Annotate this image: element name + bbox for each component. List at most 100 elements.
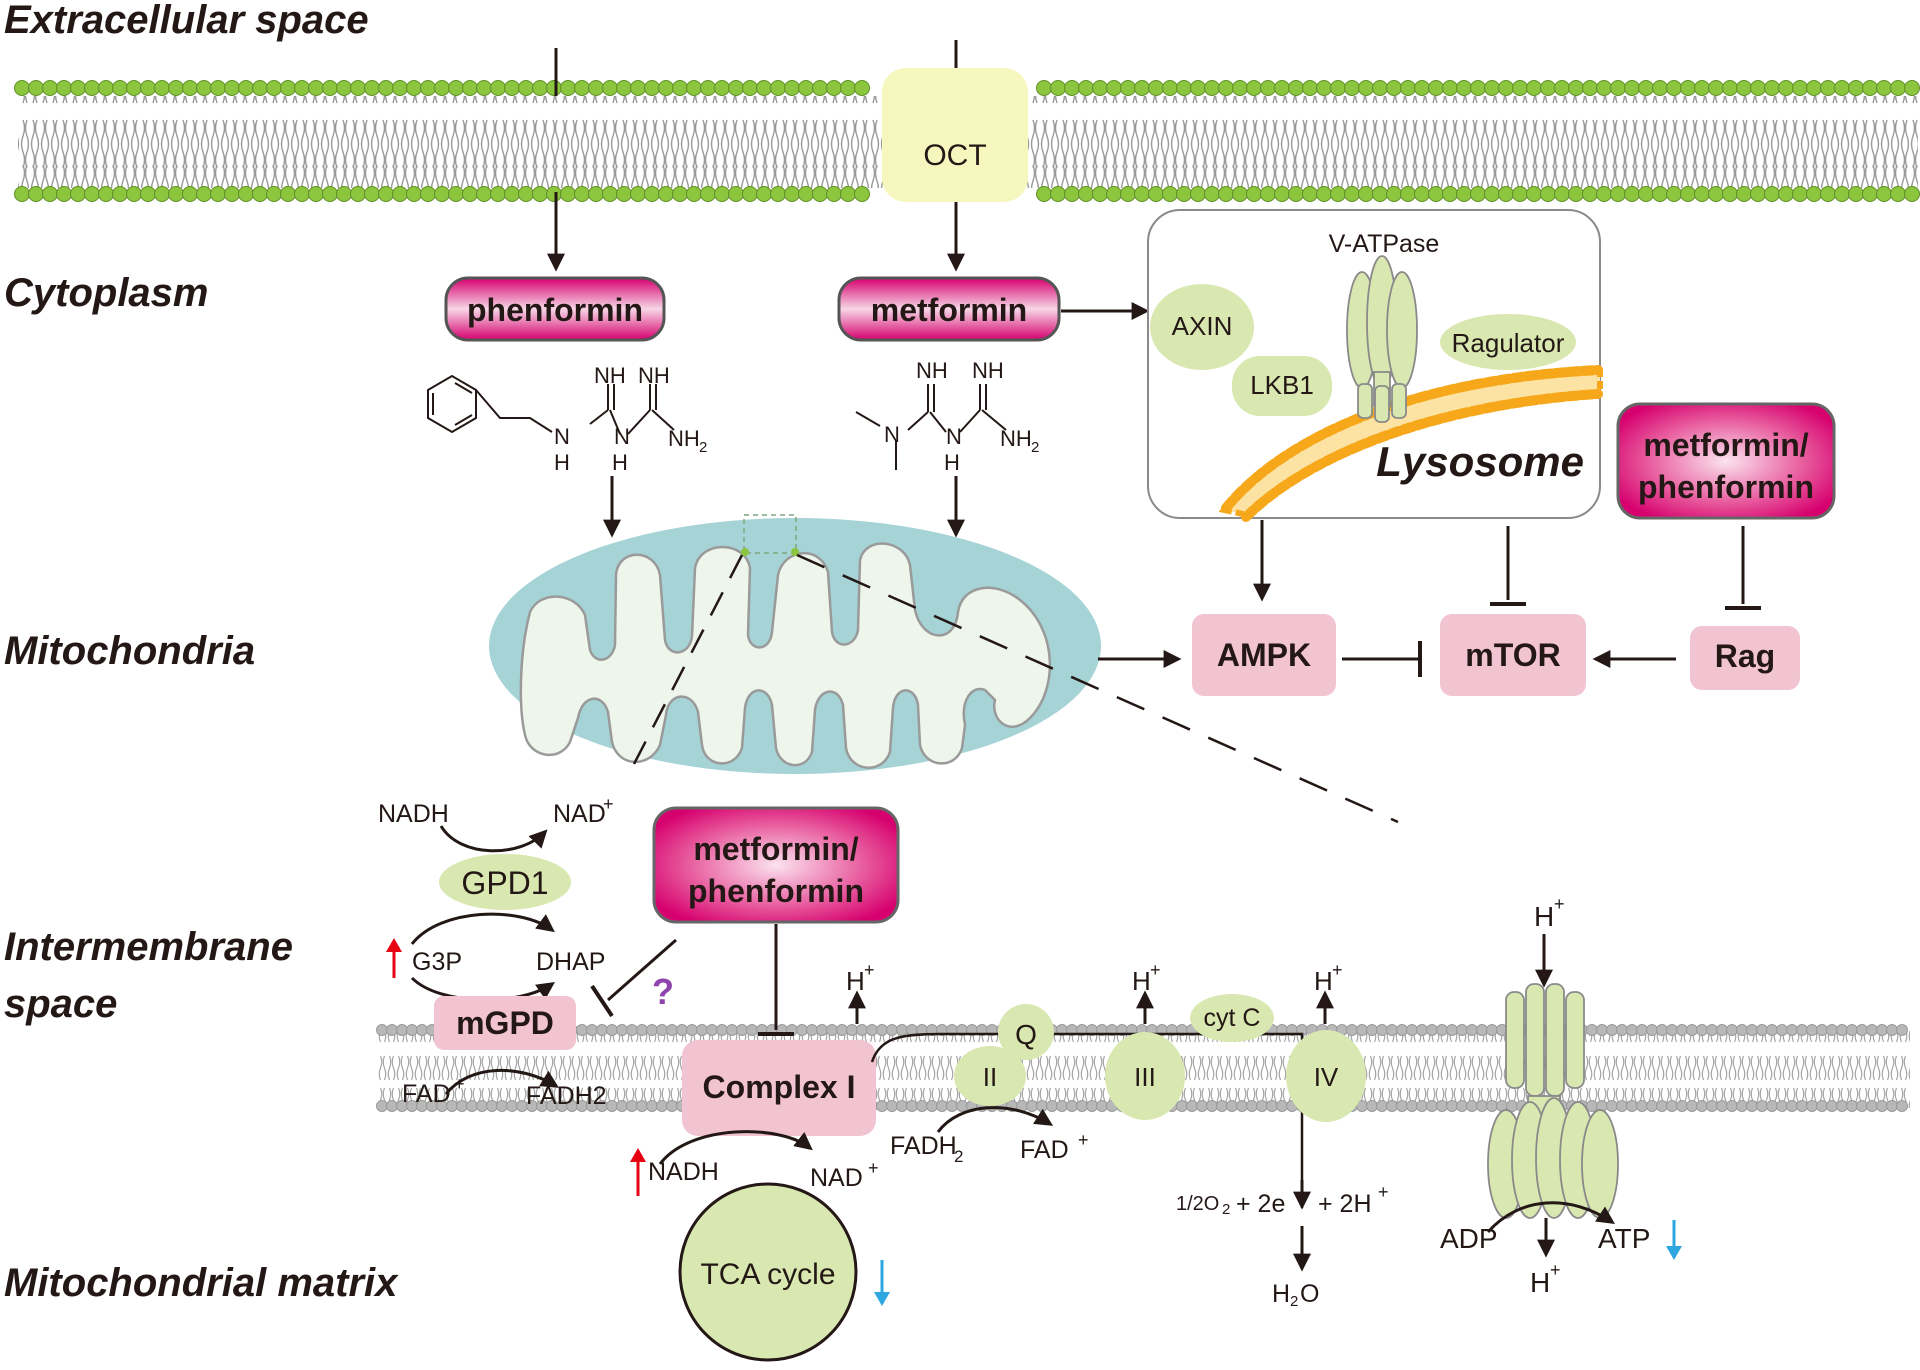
lipid-head: [1232, 80, 1248, 96]
axin-label: AXIN: [1172, 311, 1233, 341]
lipid-head: [1134, 186, 1150, 202]
lipid-head: [1442, 80, 1458, 96]
lipid-head: [1246, 186, 1262, 202]
lipid-head: [626, 1024, 638, 1036]
lipid-head: [672, 186, 688, 202]
lipid-head: [392, 80, 408, 96]
lipid-head: [1526, 186, 1542, 202]
lipid-head: [1176, 80, 1192, 96]
lipid-head: [1596, 186, 1612, 202]
lipid-head: [1680, 80, 1696, 96]
lipid-head: [546, 186, 562, 202]
lipid-head: [826, 80, 842, 96]
lipid-head: [1726, 1100, 1738, 1112]
combo-label-line1: metformin/: [693, 831, 858, 867]
lipid-head: [1626, 1024, 1638, 1036]
lipid-head: [456, 1100, 468, 1112]
lipid-head: [1626, 1100, 1638, 1112]
lipid-head: [1356, 1024, 1368, 1036]
lipid-head: [1456, 1024, 1468, 1036]
lipid-head: [1372, 186, 1388, 202]
proton-labels: H + H + H +: [846, 960, 1343, 996]
lipid-head: [1736, 1024, 1748, 1036]
lipid-head: [1406, 1024, 1418, 1036]
plus-sup: +: [1078, 1130, 1089, 1150]
gpd1-label: GPD1: [461, 865, 548, 901]
lipid-head: [1446, 1024, 1458, 1036]
mitochondrion: [489, 514, 1101, 774]
lipid-head: [714, 186, 730, 202]
lipid-head: [308, 186, 324, 202]
lipid-head: [1456, 1100, 1468, 1112]
lipid-head: [496, 1100, 508, 1112]
lipid-head: [854, 186, 870, 202]
lipid-head: [574, 80, 590, 96]
complex-ii: II: [954, 1046, 1026, 1106]
lipid-head: [588, 80, 604, 96]
lipid-head: [896, 1024, 908, 1036]
lipid-head: [1414, 80, 1430, 96]
lipid-head: [420, 186, 436, 202]
lipid-head: [1428, 80, 1444, 96]
lipid-head: [1426, 1024, 1438, 1036]
lipid-head: [1680, 186, 1696, 202]
down-arrow-tca: [874, 1260, 890, 1306]
rag-label: Rag: [1715, 638, 1775, 674]
lipid-head: [1890, 186, 1906, 202]
lipid-head: [1616, 1100, 1628, 1112]
lipid-head: [1826, 1024, 1838, 1036]
lipid-head: [280, 80, 296, 96]
lipid-head: [1792, 80, 1808, 96]
lipid-head: [1316, 186, 1332, 202]
lipid-head: [1568, 80, 1584, 96]
h-label: H: [846, 966, 865, 996]
plus-sup: +: [1554, 894, 1565, 914]
lipid-head: [1148, 80, 1164, 96]
lipid-head: [1498, 186, 1514, 202]
lipid-head: [1540, 80, 1556, 96]
lipid-head: [126, 80, 142, 96]
lipid-head: [586, 1024, 598, 1036]
lipid-head: [1396, 1100, 1408, 1112]
lipid-head: [798, 186, 814, 202]
dhap-label: DHAP: [536, 948, 605, 976]
lipid-head: [1862, 186, 1878, 202]
atom-label: N: [946, 424, 962, 449]
nadh-matrix-label: NADH: [648, 1158, 719, 1186]
lipid-head: [322, 80, 338, 96]
lipid-head: [168, 80, 184, 96]
lipid-head: [1776, 1100, 1788, 1112]
lipid-head: [1834, 186, 1850, 202]
lipid-head: [574, 186, 590, 202]
lipid-head: [1416, 1024, 1428, 1036]
lipid-head: [518, 80, 534, 96]
lipid-head: [1876, 80, 1892, 96]
lipid-head: [42, 80, 58, 96]
atom-label: NH: [916, 358, 948, 383]
lipid-head: [406, 186, 422, 202]
lipid-head: [1446, 1100, 1458, 1112]
lipid-head: [886, 1024, 898, 1036]
lipid-head: [1610, 186, 1626, 202]
lipid-head: [1736, 186, 1752, 202]
lipid-head: [504, 186, 520, 202]
lipid-head: [1372, 80, 1388, 96]
lipid-head: [28, 80, 44, 96]
lipid-head: [1466, 1100, 1478, 1112]
ampk-label: AMPK: [1217, 637, 1311, 673]
lipid-head: [1078, 186, 1094, 202]
lipid-head: [1036, 1100, 1048, 1112]
lipid-head: [1064, 80, 1080, 96]
lipid-head: [1232, 186, 1248, 202]
lipid-head: [1646, 1024, 1658, 1036]
lipid-head: [1302, 186, 1318, 202]
lipid-head: [378, 186, 394, 202]
lipid-head: [1512, 186, 1528, 202]
lipid-head: [1656, 1024, 1668, 1036]
lipid-head: [836, 1024, 848, 1036]
lipid-head: [812, 80, 828, 96]
lipid-head: [644, 186, 660, 202]
lipid-head: [1204, 186, 1220, 202]
lipid-head: [532, 80, 548, 96]
lipid-head: [1636, 1100, 1648, 1112]
